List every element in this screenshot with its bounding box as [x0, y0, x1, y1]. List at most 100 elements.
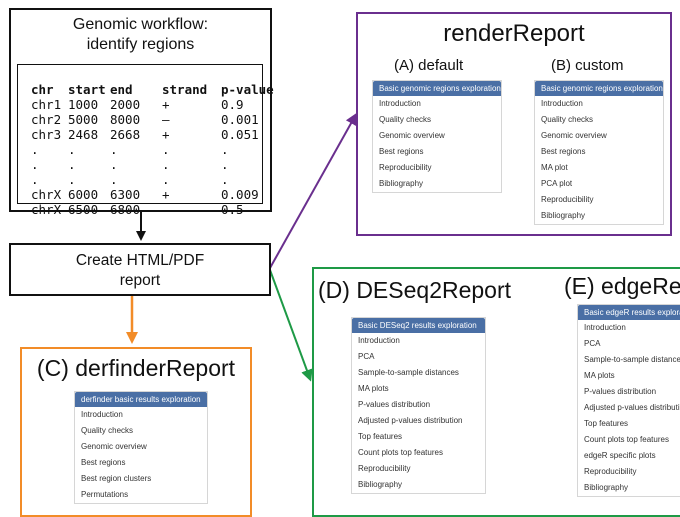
render-default-menu: Basic genomic regions exploration Introd… — [372, 80, 502, 193]
table-cell: . — [68, 172, 76, 187]
menu-item[interactable]: Count plots top features — [584, 435, 669, 444]
menu-item[interactable]: Introduction — [379, 99, 421, 108]
table-cell: chrX — [31, 202, 62, 217]
create-report-line1: Create HTML/PDF — [75, 252, 205, 269]
menu-item[interactable]: Reproducibility — [358, 464, 411, 473]
menu-item[interactable]: Adjusted p-values distribution — [584, 403, 680, 412]
table-cell: 2468 — [68, 127, 99, 142]
menu-item[interactable]: MA plots — [584, 371, 615, 380]
deseq2-report-title: (D) DESeq2Report — [318, 277, 512, 303]
table-cell: . — [31, 142, 39, 157]
menu-item[interactable]: Bibliography — [379, 179, 424, 188]
menu-item[interactable]: MA plots — [358, 384, 389, 393]
table-cell: 2668 — [110, 127, 141, 142]
menu-item[interactable]: Genomic overview — [81, 442, 147, 451]
table-cell: . — [162, 172, 170, 187]
menu-item[interactable]: Genomic overview — [541, 131, 607, 140]
menu-item[interactable]: Quality checks — [379, 115, 432, 124]
table-cell: 6000 — [68, 187, 99, 202]
table-cell: chrX — [31, 187, 62, 202]
menu-item[interactable]: Best regions — [379, 147, 424, 156]
menu-item[interactable]: PCA — [358, 352, 375, 361]
deseq2-menu-header[interactable]: Basic DESeq2 results exploration — [352, 318, 485, 333]
menu-item[interactable]: Introduction — [358, 336, 400, 345]
edger-menu: Basic edgeR results exploration Introduc… — [577, 304, 680, 497]
table-row: chrX 6000 6300 +0.009 — [31, 187, 281, 202]
deseq2-menu: Basic DESeq2 results exploration Introdu… — [351, 317, 486, 494]
menu-item[interactable]: Best regions — [541, 147, 586, 156]
menu-item[interactable]: Top features — [584, 419, 629, 428]
arrow-create-to-deseq2 — [269, 269, 313, 382]
menu-item[interactable]: Top features — [358, 432, 403, 441]
menu-item[interactable]: Sample-to-sample distances — [358, 368, 459, 377]
table-cell: . — [31, 157, 39, 172]
menu-item[interactable]: Best region clusters — [81, 474, 152, 483]
menu-item[interactable]: Adjusted p-values distribution — [358, 416, 463, 425]
menu-item[interactable]: MA plot — [541, 163, 568, 172]
derfinder-report-box: (C) derfinderReport derfinder basic resu… — [20, 347, 252, 517]
table-cell: . — [68, 142, 76, 157]
menu-item[interactable]: Introduction — [81, 410, 123, 419]
table-cell: 6300 — [110, 187, 141, 202]
table-row: ..... — [31, 172, 281, 187]
table-cell: chr2 — [31, 112, 62, 127]
table-cell: – — [162, 202, 170, 217]
table-cell: 1000 — [68, 97, 99, 112]
menu-item[interactable]: Sample-to-sample distances — [584, 355, 680, 364]
connector-arrows — [126, 112, 357, 382]
table-cell: + — [162, 127, 170, 142]
edger-menu-header[interactable]: Basic edgeR results exploration — [578, 305, 680, 320]
menu-item[interactable]: Best regions — [81, 458, 126, 467]
table-cell: 5000 — [68, 112, 99, 127]
menu-item[interactable]: Reproducibility — [541, 195, 594, 204]
table-cell: 0.051 — [221, 127, 259, 142]
menu-item[interactable]: Bibliography — [358, 480, 403, 489]
menu-item[interactable]: P-values distribution — [358, 400, 431, 409]
derfinder-report-title: (C) derfinderReport — [36, 355, 236, 381]
render-default-menu-header[interactable]: Basic genomic regions exploration — [373, 81, 501, 96]
menu-item[interactable]: Introduction — [541, 99, 583, 108]
derfinder-menu-header[interactable]: derfinder basic results exploration — [75, 392, 207, 407]
menu-item[interactable]: Reproducibility — [584, 467, 637, 476]
table-row: ..... — [31, 142, 281, 157]
menu-item[interactable]: Permutations — [81, 490, 129, 499]
table-cell: . — [110, 157, 118, 172]
menu-item[interactable]: Reproducibility — [379, 163, 432, 172]
table-cell: . — [31, 172, 39, 187]
menu-item[interactable]: PCA plot — [541, 179, 573, 188]
table-header-cell: end — [110, 82, 133, 97]
table-header-cell: start — [68, 82, 106, 97]
table-cell: + — [162, 187, 170, 202]
table-cell: – — [162, 112, 170, 127]
menu-item[interactable]: Introduction — [584, 323, 626, 332]
render-custom-menu-header[interactable]: Basic genomic regions exploration — [535, 81, 663, 96]
edger-report-title: (E) edgeRe — [564, 273, 680, 299]
menu-item[interactable]: PCA — [584, 339, 601, 348]
menu-item[interactable]: Bibliography — [541, 211, 586, 220]
menu-item[interactable]: Quality checks — [541, 115, 594, 124]
table-frame — [17, 64, 263, 204]
render-default-label: (A) default — [394, 57, 464, 74]
menu-item[interactable]: edgeR specific plots — [584, 451, 656, 460]
menu-item[interactable]: P-values distribution — [584, 387, 657, 396]
table-cell: 0.001 — [221, 112, 259, 127]
derfinder-menu: derfinder basic results exploration Intr… — [74, 391, 208, 504]
table-cell: chr1 — [31, 97, 62, 112]
table-cell: 0.009 — [221, 187, 259, 202]
table-cell: . — [110, 142, 118, 157]
menu-item[interactable]: Count plots top features — [358, 448, 443, 457]
render-report-box: renderReport (A) default (B) custom Basi… — [356, 12, 672, 236]
menu-item[interactable]: Quality checks — [81, 426, 134, 435]
menu-item[interactable]: Genomic overview — [379, 131, 445, 140]
arrow-create-to-render — [269, 112, 357, 269]
table-cell: . — [221, 142, 229, 157]
table-cell: 0.5 — [221, 202, 244, 217]
menu-item[interactable]: Bibliography — [584, 483, 629, 492]
workflow-title-line1: Genomic workflow: — [72, 16, 209, 33]
create-report-box: Create HTML/PDF report — [9, 243, 271, 296]
